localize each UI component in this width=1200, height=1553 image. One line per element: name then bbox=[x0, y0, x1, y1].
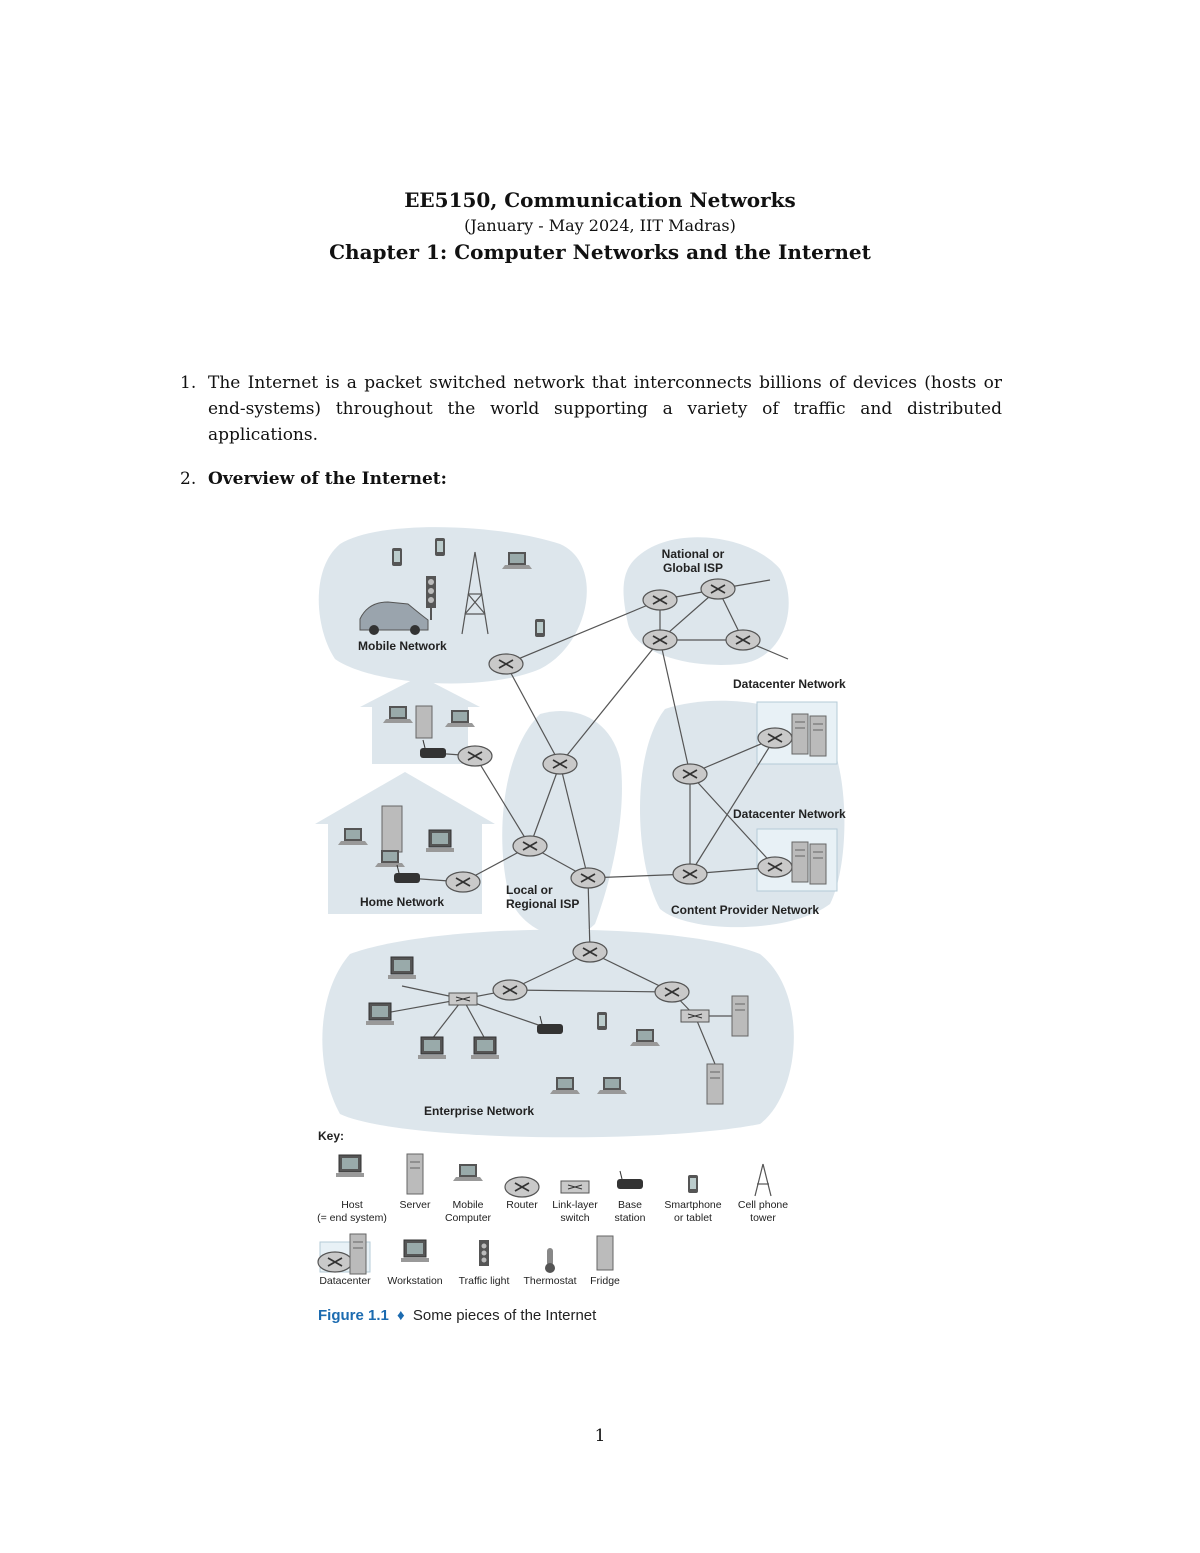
key-label: Router bbox=[506, 1199, 538, 1211]
fridge-icon bbox=[381, 805, 403, 853]
enterprise-network-label: Enterprise Network bbox=[424, 1104, 534, 1118]
key-label: (= end system) bbox=[317, 1212, 387, 1224]
key-label: Server bbox=[400, 1199, 431, 1211]
key-label: Workstation bbox=[387, 1275, 442, 1287]
numbered-list: 1. The Internet is a packet switched net… bbox=[180, 370, 1002, 510]
key-label: station bbox=[615, 1212, 646, 1224]
key-label: Cell phone bbox=[738, 1199, 788, 1211]
list-item-text: The Internet is a packet switched networ… bbox=[208, 373, 1002, 445]
key-label: Datacenter bbox=[319, 1275, 371, 1287]
home-network-label: Home Network bbox=[360, 895, 444, 909]
local-isp-label-line2: Regional ISP bbox=[506, 897, 579, 911]
cell-tower-icon bbox=[461, 551, 489, 635]
key-label: Computer bbox=[445, 1212, 492, 1224]
document-header: EE5150, Communication Networks (January … bbox=[0, 186, 1200, 266]
key-label: tower bbox=[750, 1212, 776, 1224]
national-isp-label-line2: Global ISP bbox=[663, 561, 723, 575]
figure-caption-text: Some pieces of the Internet bbox=[413, 1307, 597, 1324]
traffic-light-icon bbox=[479, 1240, 489, 1266]
chapter-title: Chapter 1: Computer Networks and the Int… bbox=[329, 240, 871, 264]
fridge-icon bbox=[415, 705, 433, 739]
content-provider-label: Content Provider Network bbox=[671, 903, 819, 917]
key-icons bbox=[317, 1153, 772, 1275]
internet-figure: Mobile Network National or Global ISP Da… bbox=[310, 524, 870, 1334]
list-item-number: 1. bbox=[180, 373, 197, 393]
key-label: or tablet bbox=[674, 1212, 712, 1224]
list-item-text: Overview of the Internet: bbox=[208, 469, 447, 489]
key-title: Key: bbox=[318, 1129, 344, 1143]
thermostat-icon bbox=[545, 1248, 555, 1273]
mobile-network-region bbox=[318, 527, 587, 684]
list-item-number: 2. bbox=[180, 469, 197, 489]
datacenter-network-label: Datacenter Network bbox=[733, 677, 846, 691]
course-term: (January - May 2024, IIT Madras) bbox=[464, 216, 736, 235]
key-label: Thermostat bbox=[523, 1275, 576, 1287]
mobile-network-label: Mobile Network bbox=[358, 639, 447, 653]
local-isp-label-line1: Local or bbox=[506, 883, 553, 897]
list-item: 1. The Internet is a packet switched net… bbox=[180, 370, 1002, 448]
key-label: Mobile bbox=[453, 1199, 484, 1211]
page-number: 1 bbox=[594, 1426, 606, 1446]
key-label: switch bbox=[560, 1212, 589, 1224]
traffic-light-icon bbox=[426, 576, 436, 620]
key-label: Fridge bbox=[590, 1275, 620, 1287]
figure-caption-label: Figure 1.1 bbox=[318, 1307, 389, 1324]
key-label: Base bbox=[618, 1199, 642, 1211]
figure-caption-bullet: ♦ bbox=[397, 1307, 405, 1324]
fridge-icon bbox=[596, 1235, 614, 1271]
cell-tower-icon bbox=[754, 1163, 772, 1197]
list-item: 2. Overview of the Internet: bbox=[180, 466, 1002, 492]
devices bbox=[338, 538, 827, 1105]
internet-diagram: Mobile Network National or Global ISP Da… bbox=[315, 527, 846, 1324]
figure-caption: Figure 1.1 ♦ Some pieces of the Internet bbox=[318, 1307, 597, 1324]
datacenter-network-label: Datacenter Network bbox=[733, 807, 846, 821]
national-isp-label-line1: National or bbox=[662, 547, 725, 561]
key-label: Host bbox=[341, 1199, 363, 1211]
car-icon bbox=[359, 601, 429, 635]
key-label: Link-layer bbox=[552, 1199, 598, 1211]
course-title: EE5150, Communication Networks bbox=[404, 188, 796, 212]
key-label: Smartphone bbox=[664, 1199, 721, 1211]
key-label: Traffic light bbox=[459, 1275, 510, 1287]
